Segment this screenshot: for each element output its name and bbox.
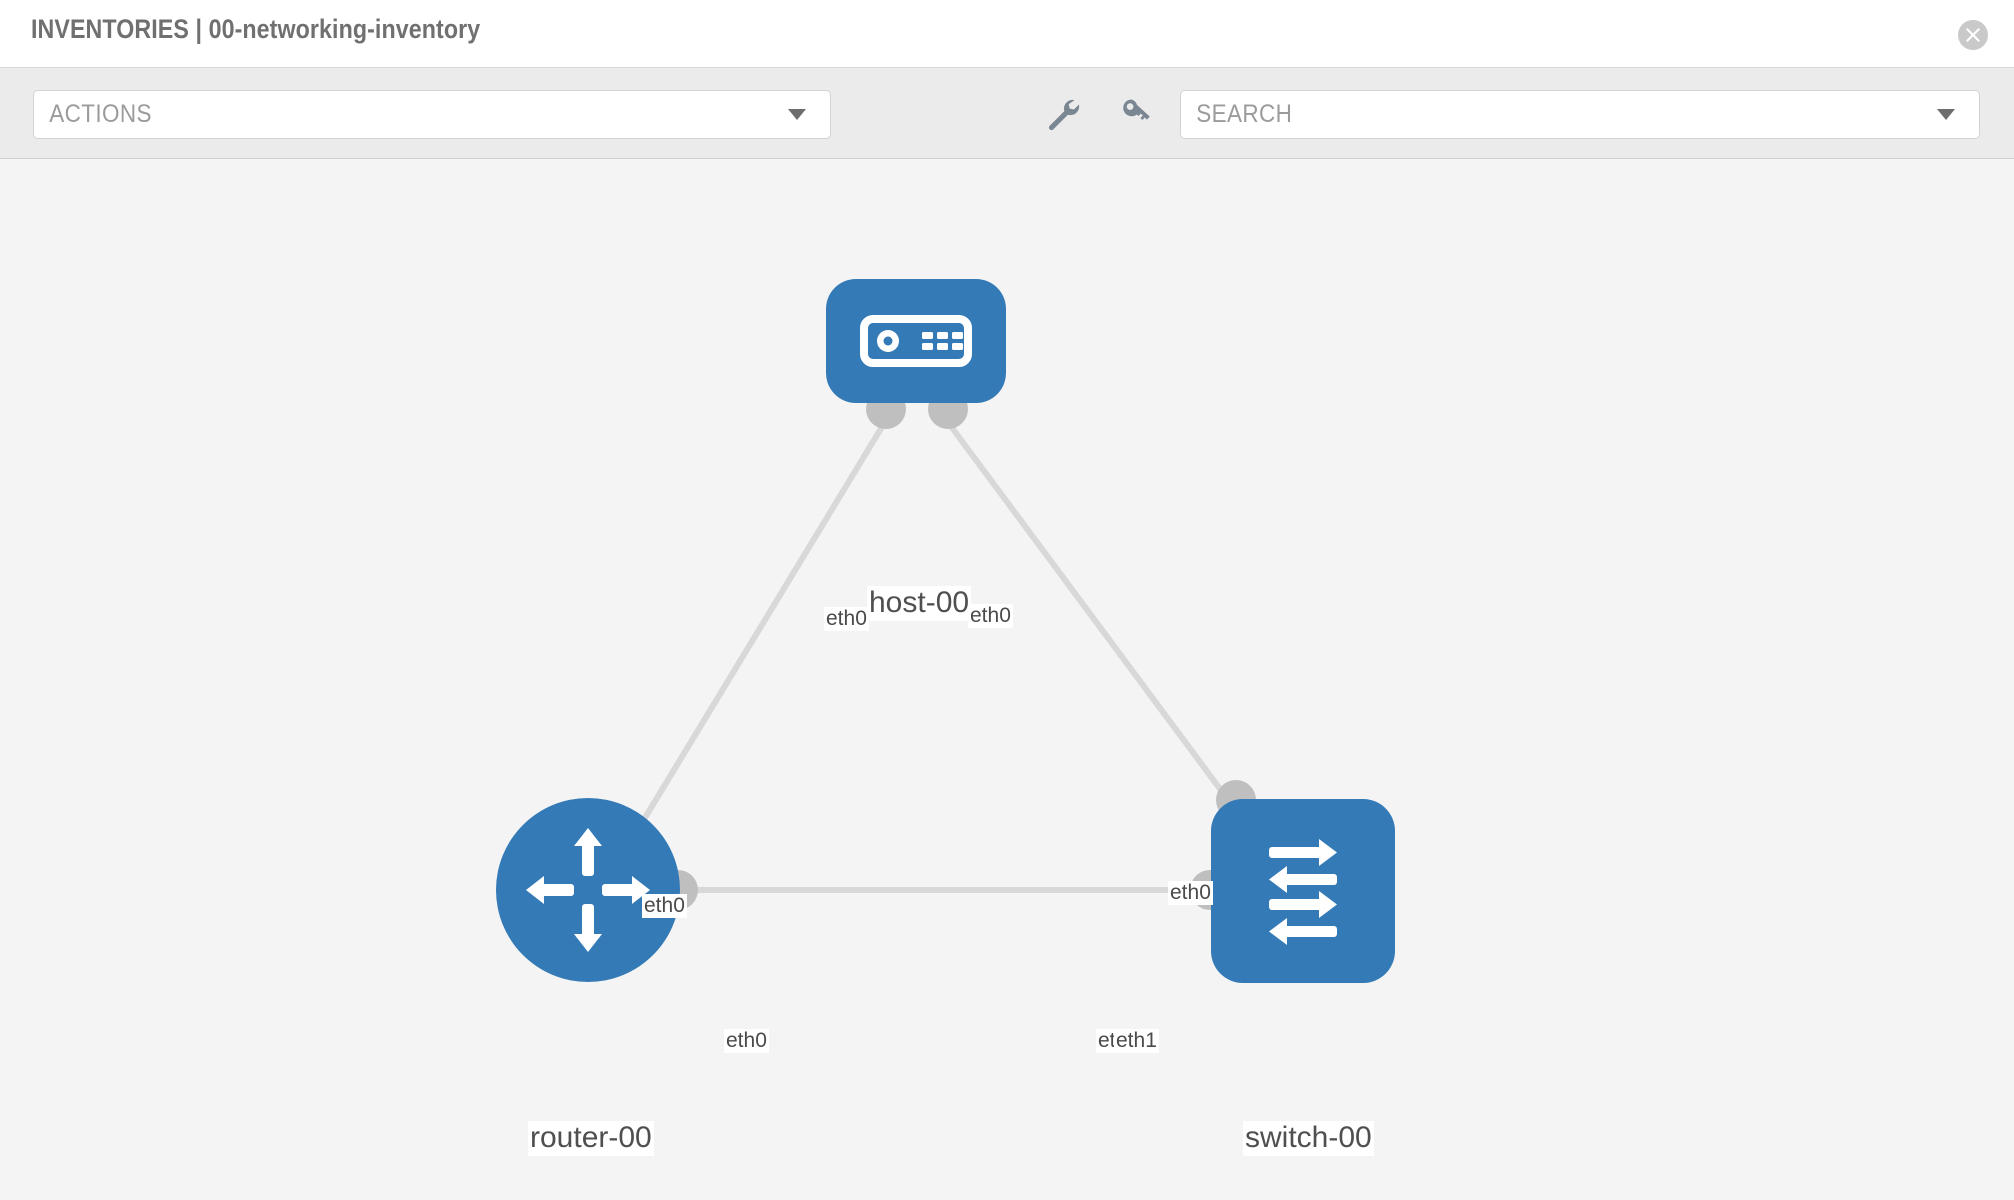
toolbar: ACTIONS SEARCH — [0, 68, 2014, 159]
actions-dropdown[interactable]: ACTIONS — [33, 90, 831, 139]
topology-canvas[interactable]: eth0 eth0 eth0 eth0 eth0 eth0 eth1 host-… — [0, 159, 2014, 1200]
close-icon — [1966, 28, 1980, 42]
interface-label-host-router-source: eth0 — [824, 607, 869, 632]
node-switch-00[interactable] — [1211, 799, 1395, 983]
interface-label-host-switch-source: eth0 — [968, 604, 1013, 629]
interface-label-router-switch-overlap: eth1 — [1114, 1029, 1159, 1054]
page-header: INVENTORIES | 00-networking-inventory — [0, 0, 2014, 68]
search-input[interactable]: SEARCH — [1180, 90, 1980, 139]
node-label-router-00: router-00 — [528, 1121, 654, 1156]
edge-host-switch[interactable] — [941, 415, 1275, 861]
node-label-host-00: host-00 — [867, 586, 972, 621]
topology-edges — [617, 415, 1275, 893]
topology-graph — [496, 279, 1395, 983]
toolbar-icon-group — [1045, 90, 1156, 139]
page-title: INVENTORIES | 00-networking-inventory — [31, 14, 481, 44]
node-label-switch-00: switch-00 — [1243, 1121, 1374, 1156]
interface-label-router-host: eth0 — [642, 894, 687, 919]
wrench-icon[interactable] — [1045, 96, 1083, 134]
close-button[interactable] — [1958, 20, 1988, 50]
search-placeholder-label: SEARCH — [1196, 100, 1293, 128]
chevron-down-icon — [788, 109, 806, 120]
actions-dropdown-label: ACTIONS — [49, 100, 152, 128]
edge-host-router[interactable] — [617, 415, 891, 861]
interface-label-router-switch-source: eth0 — [724, 1029, 769, 1054]
node-host-00[interactable] — [826, 279, 1006, 403]
key-icon[interactable] — [1118, 96, 1156, 134]
topology-ports — [604, 389, 1256, 910]
node-router-00[interactable] — [496, 798, 680, 982]
chevron-down-icon[interactable] — [1937, 109, 1955, 120]
interface-label-switch-host: eth0 — [1168, 881, 1213, 906]
